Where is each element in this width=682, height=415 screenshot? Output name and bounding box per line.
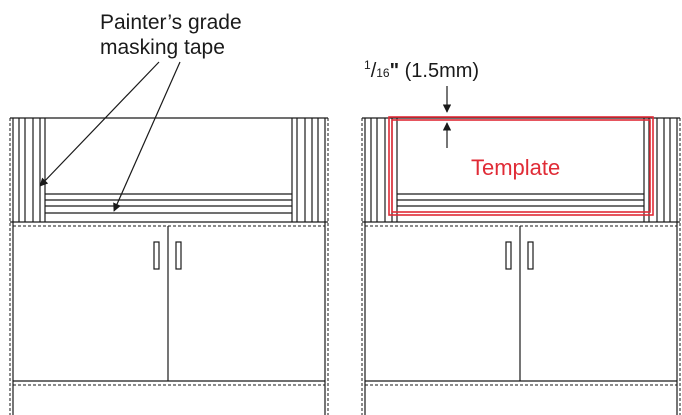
left-cabinet-left-trim — [18, 118, 46, 222]
template-outline-inner — [391, 119, 651, 213]
left-cabinet-right-trim — [291, 118, 319, 222]
left-cabinet-handle-right — [175, 241, 182, 270]
gap-fraction-numerator: 1 — [364, 58, 371, 72]
gap-dimension-callout: 1/16" (1.5mm) — [364, 58, 480, 82]
left-cabinet-handle-left — [153, 241, 160, 270]
gap-inch-mark: " — [389, 60, 400, 82]
right-cabinet-bottom-tape — [397, 193, 644, 207]
tape-arrow-left — [39, 61, 160, 187]
masking-tape-callout: Painter’s grade masking tape — [100, 10, 242, 60]
masking-tape-callout-line2: masking tape — [100, 36, 225, 59]
gap-metric-value: (1.5mm) — [399, 60, 480, 82]
right-cabinet-left-trim — [370, 118, 398, 222]
gap-fraction-denominator: 16 — [376, 66, 390, 80]
right-cabinet-handle-right — [527, 241, 534, 270]
template-outline — [388, 116, 654, 216]
template-callout: Template — [471, 155, 561, 180]
left-cabinet — [9, 117, 329, 415]
masking-tape-callout-line1: Painter’s grade — [100, 11, 242, 34]
template-outline-outer — [388, 116, 654, 216]
right-cabinet-handle-left — [505, 241, 512, 270]
right-cabinet-right-trim — [643, 118, 671, 222]
tape-arrow-right — [113, 61, 181, 212]
right-cabinet — [361, 117, 681, 415]
left-cabinet-bottom-tape — [45, 193, 292, 214]
